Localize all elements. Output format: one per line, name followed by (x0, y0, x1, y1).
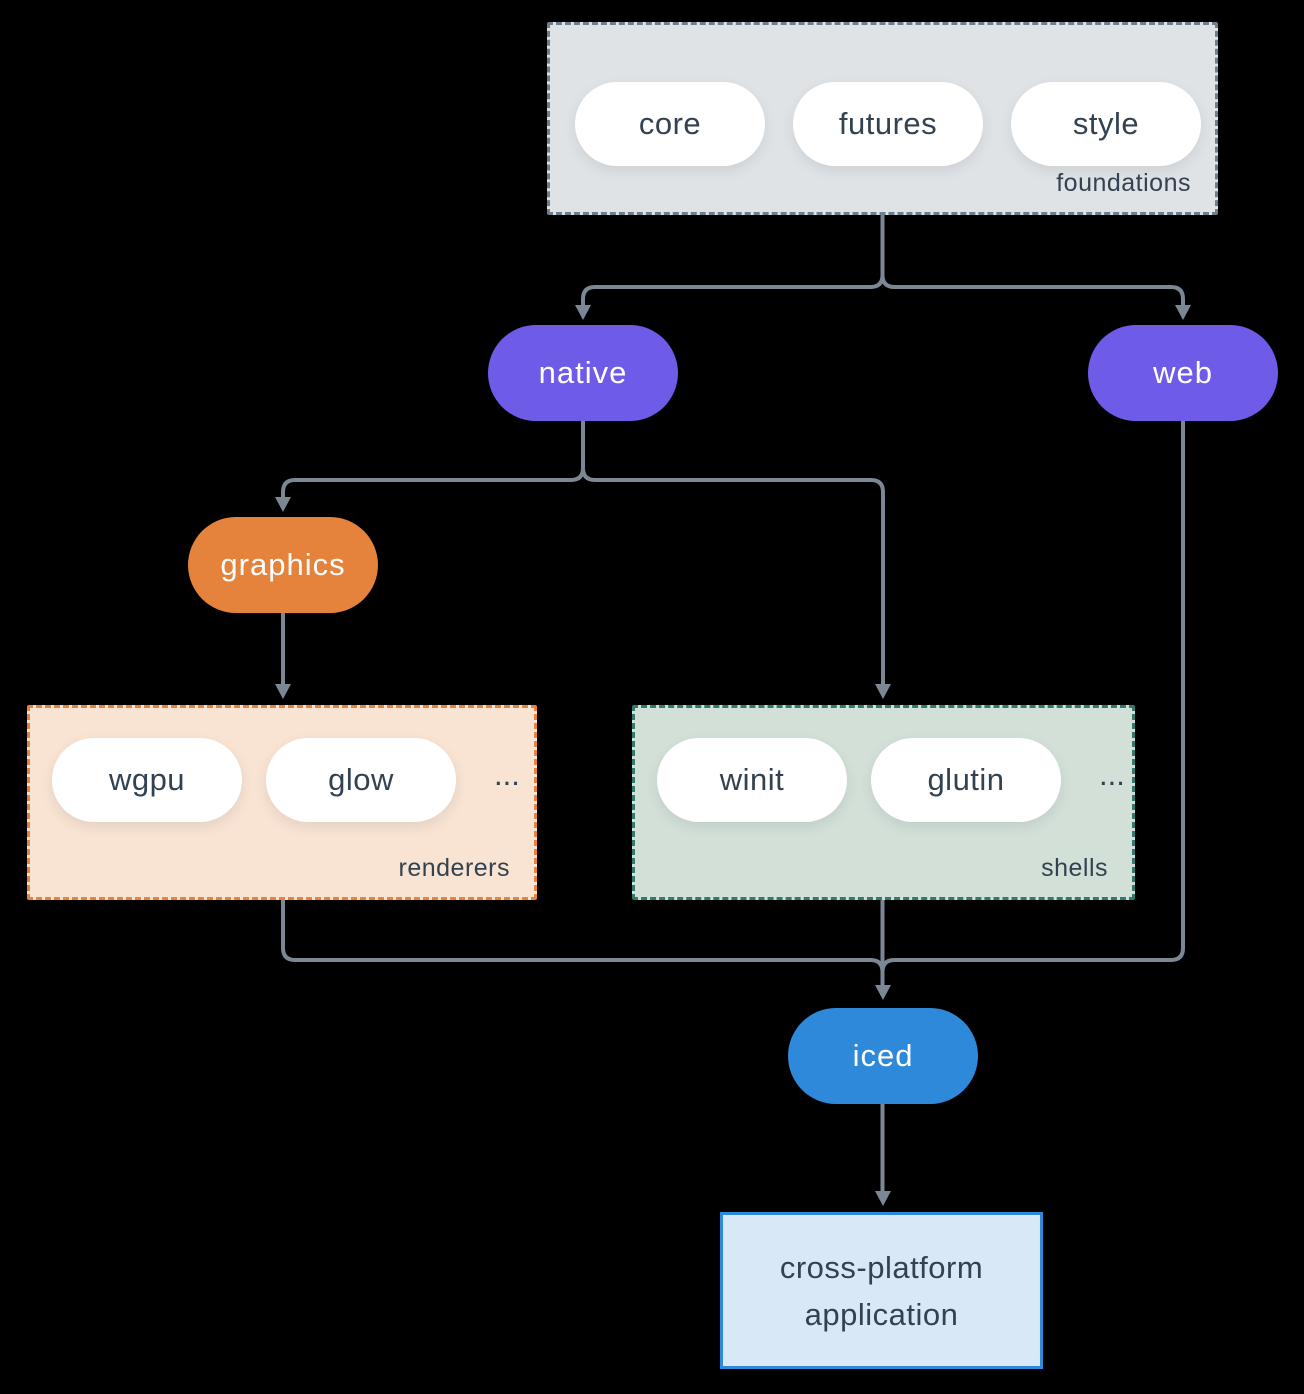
renderers-ellipsis: ... (494, 757, 520, 792)
node-native: native (488, 325, 678, 421)
pill-glow: glow (266, 738, 456, 822)
renderers-pill-row: wgpu glow ... (30, 708, 534, 822)
pill-futures: futures (793, 82, 983, 166)
shells-ellipsis: ... (1099, 757, 1125, 792)
shells-label: shells (1041, 854, 1108, 882)
foundations-label: foundations (1056, 169, 1191, 197)
application-box: cross-platform application (720, 1212, 1043, 1369)
application-line-2: application (804, 1296, 959, 1332)
renderers-label: renderers (398, 854, 510, 882)
node-web: web (1088, 325, 1278, 421)
pill-wgpu: wgpu (52, 738, 242, 822)
node-iced: iced (788, 1008, 978, 1104)
pill-glutin: glutin (871, 738, 1061, 822)
pill-core: core (575, 82, 765, 166)
node-graphics: graphics (188, 517, 378, 613)
renderers-group: wgpu glow ... renderers (27, 705, 537, 900)
pill-style: style (1011, 82, 1201, 166)
foundations-group: core futures style foundations (547, 22, 1218, 215)
shells-pill-row: winit glutin ... (635, 708, 1132, 822)
foundations-pill-row: core futures style (550, 25, 1215, 166)
application-line-1: cross-platform (779, 1249, 984, 1285)
pill-winit: winit (657, 738, 847, 822)
shells-group: winit glutin ... shells (632, 705, 1135, 900)
